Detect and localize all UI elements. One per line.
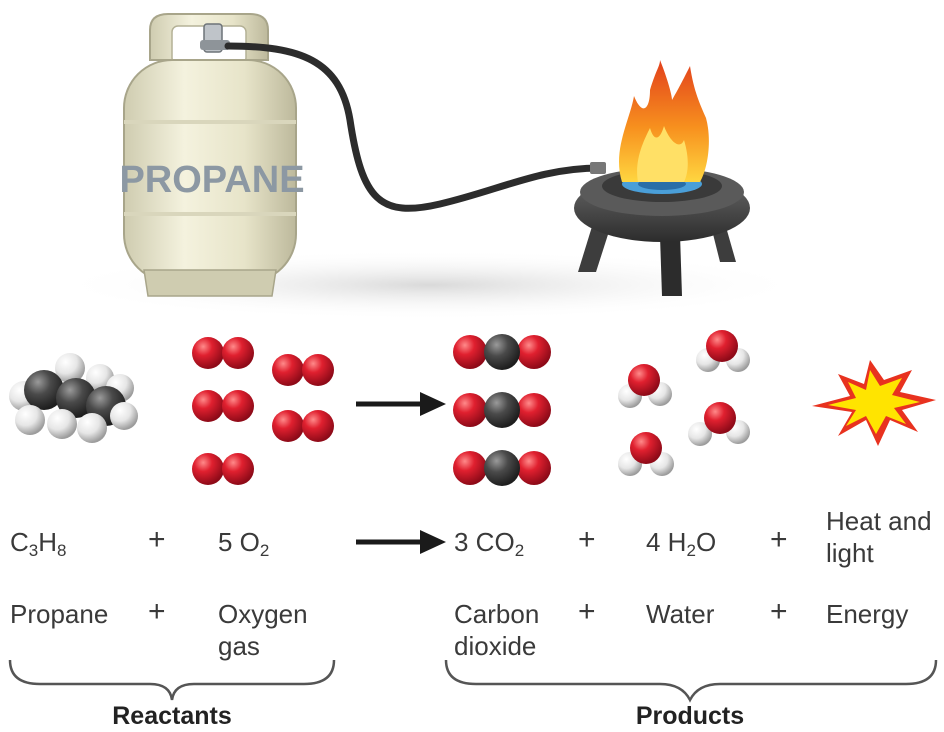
oxygen-molecule <box>192 337 254 369</box>
propane-formula: C3H8 <box>10 527 67 560</box>
plus-sign: + <box>148 523 166 556</box>
oxygen-molecule <box>272 354 334 386</box>
reactants-brace <box>8 659 336 701</box>
energy-name: Energy <box>826 599 909 629</box>
co2-molecule <box>453 450 551 486</box>
carbon-dioxide-formula: 3 CO2 <box>454 527 525 560</box>
water-molecule <box>696 330 750 372</box>
oxygen-name: Oxygen gas <box>218 599 308 661</box>
energy-form-label: Heat and light <box>826 506 932 568</box>
propane-name: Propane <box>10 599 109 629</box>
products-brace <box>444 659 938 703</box>
co2-molecule <box>453 392 551 428</box>
gas-hose <box>224 42 604 212</box>
carbon-dioxide-molecules <box>453 334 551 486</box>
co2-molecule <box>453 334 551 370</box>
right-arrow-icon <box>356 392 446 416</box>
propane-tank-icon <box>123 13 297 297</box>
right-arrow-icon <box>356 530 446 554</box>
oxygen-molecule <box>192 390 254 422</box>
flame-icon <box>619 60 709 182</box>
products-title: Products <box>635 702 745 730</box>
plus-sign: + <box>578 523 596 556</box>
plus-sign: + <box>578 595 596 628</box>
water-molecule <box>618 432 674 476</box>
oxygen-molecule <box>192 453 254 485</box>
oxygen-molecules <box>192 337 334 485</box>
plus-sign: + <box>148 595 166 628</box>
energy-burst-icon <box>812 360 936 446</box>
tank-label: PROPANE <box>119 159 304 201</box>
reactants-title: Reactants <box>112 702 232 730</box>
propane-molecule <box>9 353 138 443</box>
water-formula: 4 H2O <box>646 527 717 560</box>
plus-sign: + <box>770 523 788 556</box>
water-molecule <box>618 364 672 408</box>
oxygen-molecule <box>272 410 334 442</box>
carbon-dioxide-name: Carbon dioxide <box>454 599 540 661</box>
oxygen-formula: 5 O2 <box>218 527 270 560</box>
plus-sign: + <box>770 595 788 628</box>
water-name: Water <box>646 599 715 629</box>
water-molecules <box>618 330 750 476</box>
water-molecule <box>688 402 750 446</box>
